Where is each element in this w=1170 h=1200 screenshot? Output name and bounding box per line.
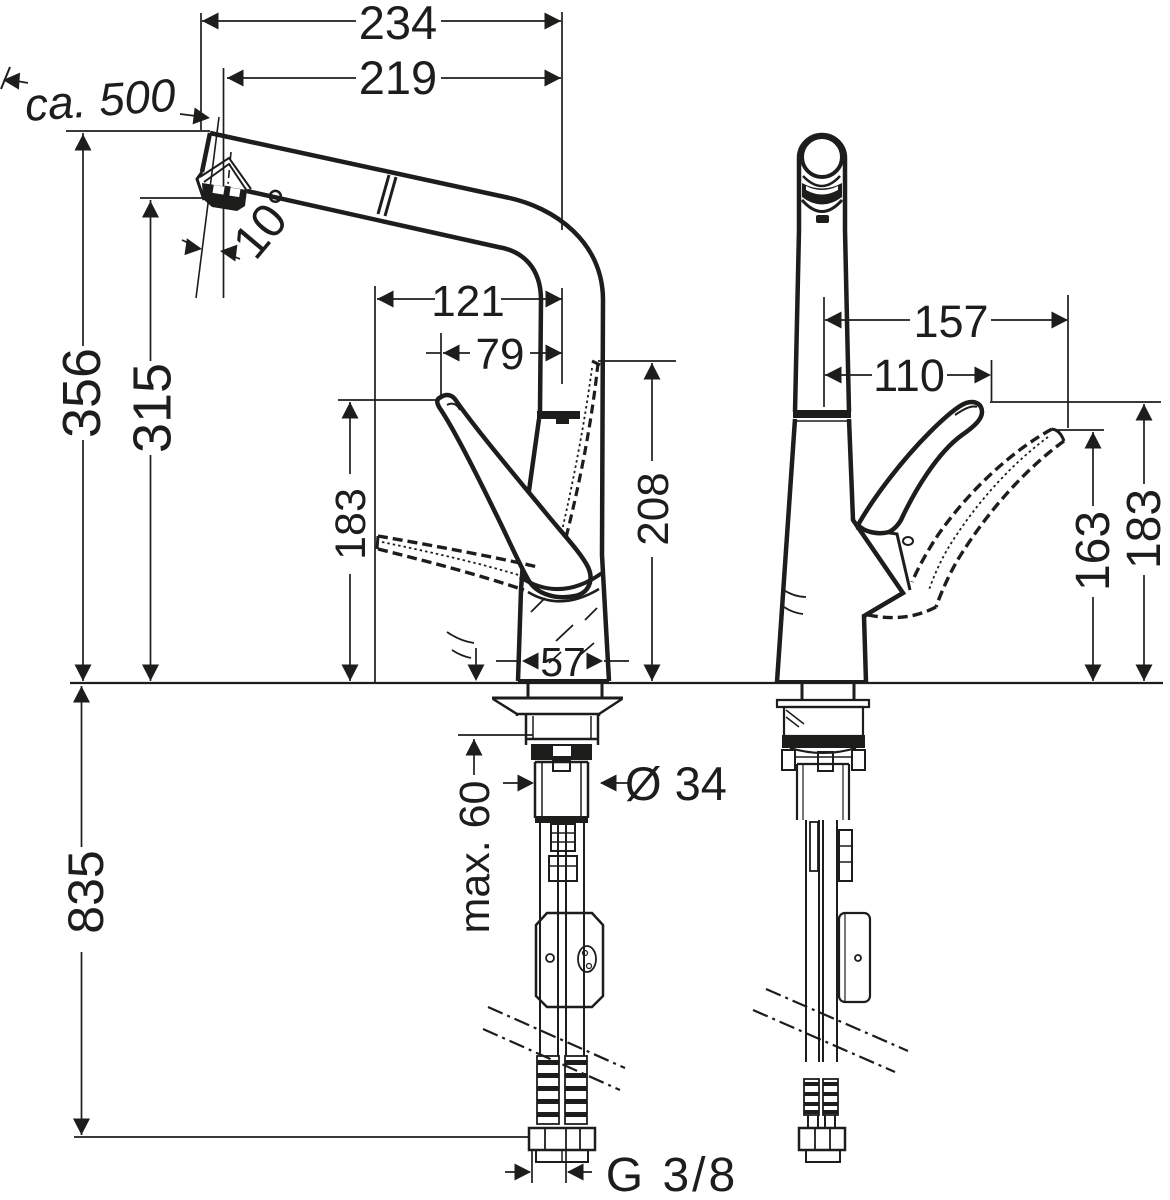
svg-text:234: 234 bbox=[359, 0, 437, 49]
svg-text:79: 79 bbox=[476, 330, 525, 379]
svg-text:max. 60: max. 60 bbox=[451, 781, 499, 934]
svg-text:Ø 34: Ø 34 bbox=[625, 757, 727, 810]
svg-text:157: 157 bbox=[913, 296, 988, 347]
svg-text:356: 356 bbox=[52, 348, 112, 438]
svg-text:183: 183 bbox=[327, 488, 375, 560]
svg-text:315: 315 bbox=[123, 363, 183, 453]
svg-text:57: 57 bbox=[540, 639, 586, 685]
svg-text:ca. 500: ca. 500 bbox=[23, 69, 178, 131]
svg-text:163: 163 bbox=[1067, 511, 1120, 591]
svg-text:110: 110 bbox=[873, 350, 945, 401]
svg-text:219: 219 bbox=[359, 51, 437, 104]
svg-text:121: 121 bbox=[431, 277, 504, 326]
svg-text:835: 835 bbox=[58, 850, 114, 933]
svg-text:208: 208 bbox=[629, 472, 678, 545]
svg-text:183: 183 bbox=[1118, 489, 1170, 569]
svg-text:G 3/8: G 3/8 bbox=[606, 1149, 738, 1200]
